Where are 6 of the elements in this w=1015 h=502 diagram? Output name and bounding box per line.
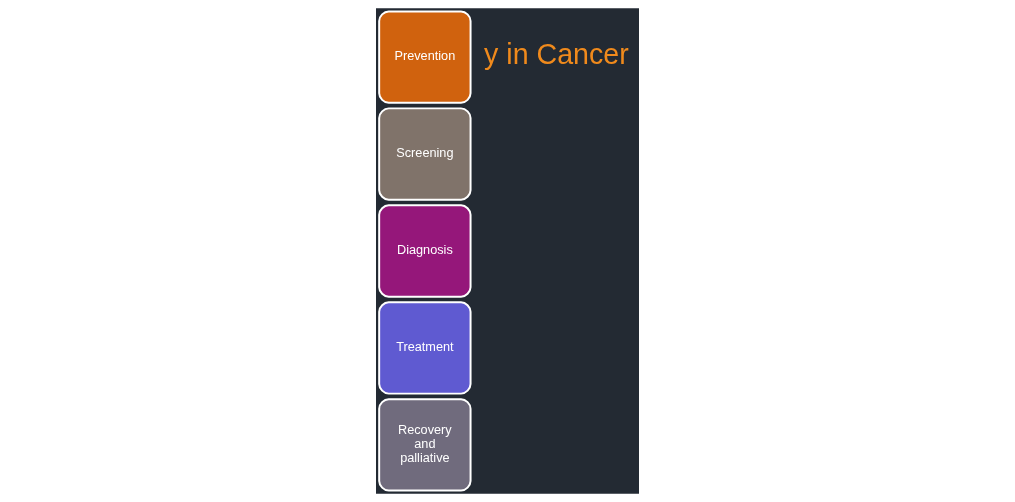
- node-box: Diagnosis: [378, 204, 472, 298]
- node-box: Treatment: [378, 301, 472, 395]
- node-box: Screening: [378, 107, 472, 201]
- label: y in Cancer: [484, 38, 629, 71]
- node-box: Recovery and palliative: [378, 398, 472, 492]
- node-box: Prevention: [378, 10, 472, 104]
